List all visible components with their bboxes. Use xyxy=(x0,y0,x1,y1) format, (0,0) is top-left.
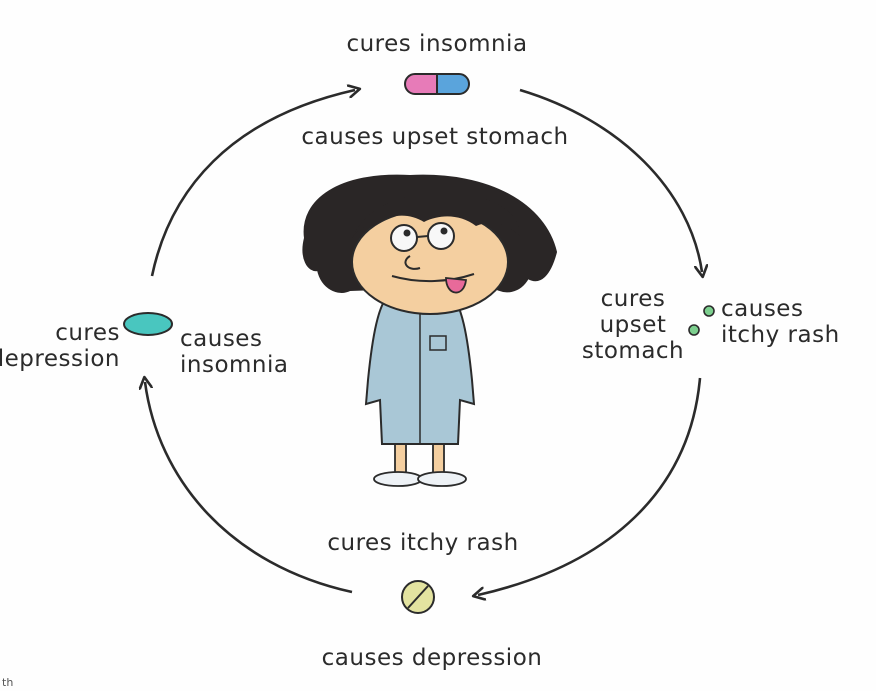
right-pill-cures-label: cures upset stomach xyxy=(574,286,692,364)
left-pill-cures-label: cures depression xyxy=(0,320,120,372)
left-pill-causes-label: causes insomnia xyxy=(180,326,320,378)
oval-teal-pill-icon xyxy=(124,313,172,335)
top-pill-causes-label: causes upset stomach xyxy=(276,124,594,150)
top-pill-cures-label: cures insomnia xyxy=(322,31,552,57)
bottom-pill-cures-label: cures itchy rash xyxy=(300,530,546,556)
round-scored-tablet-icon xyxy=(402,581,434,613)
corner-mark: th xyxy=(2,676,13,689)
bottom-pill-causes-label: causes depression xyxy=(298,645,566,671)
sick-character xyxy=(303,176,556,486)
arrow-right-to-bottom xyxy=(478,378,700,595)
arrow-bottom-to-left xyxy=(145,382,352,592)
right-pill-causes-label: causes itchy rash xyxy=(721,296,871,348)
small-green-pills-icon xyxy=(689,306,714,335)
capsule-pill-icon xyxy=(405,74,469,94)
